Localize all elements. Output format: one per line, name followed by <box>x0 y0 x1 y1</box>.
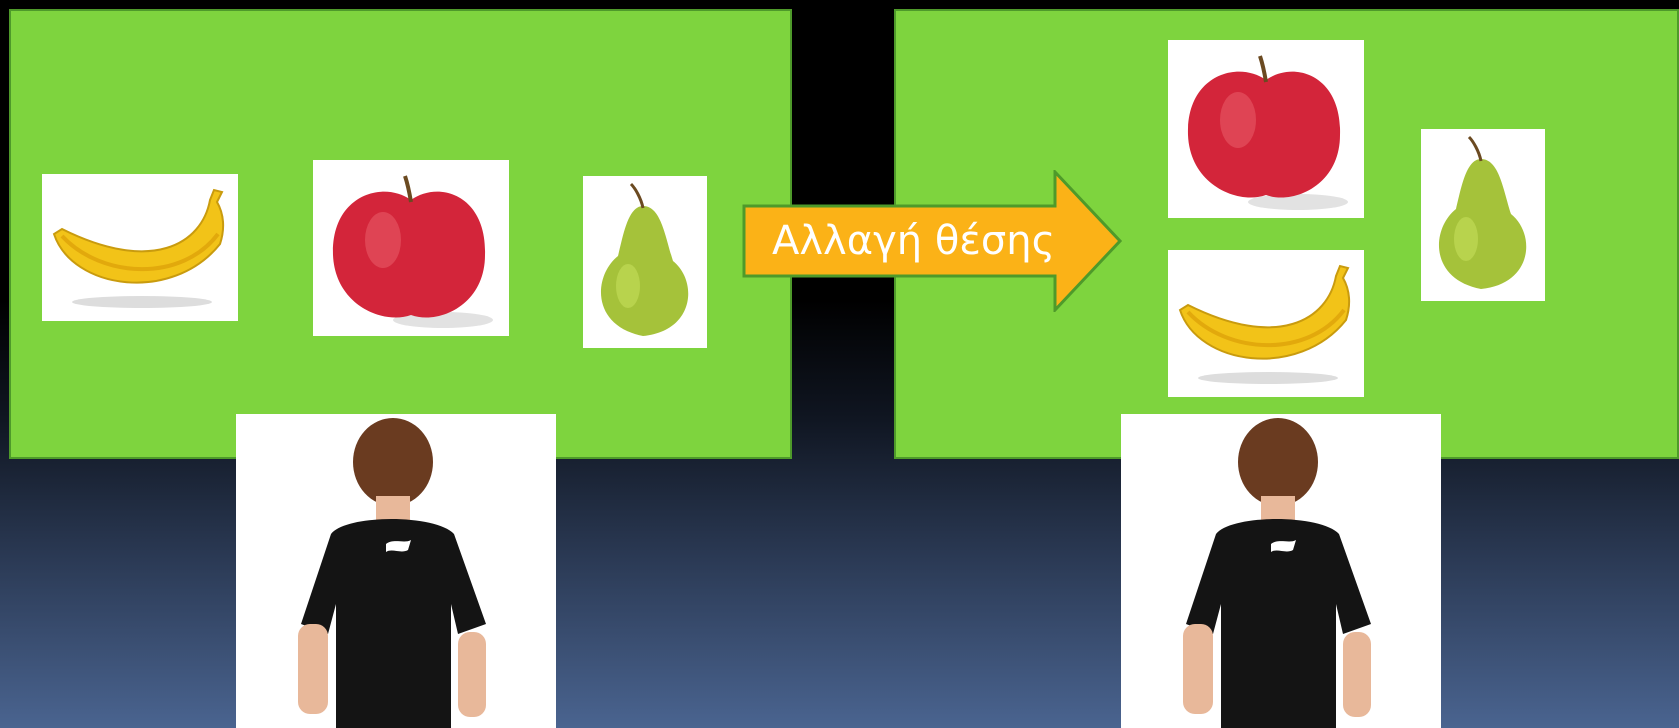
boy-observer-right <box>1121 414 1441 728</box>
banana-icon <box>42 174 238 321</box>
banana-card <box>1168 250 1364 397</box>
apple-icon <box>313 160 509 336</box>
pear-card <box>583 176 707 348</box>
pear-icon <box>583 176 707 348</box>
position-change-arrow: Αλλαγή θέσης <box>742 170 1122 312</box>
apple-icon <box>1168 40 1364 218</box>
banana-card <box>42 174 238 321</box>
apple-card <box>313 160 509 336</box>
apple-card <box>1168 40 1364 218</box>
pear-icon <box>1421 129 1545 301</box>
pear-card <box>1421 129 1545 301</box>
boy-observer-left <box>236 414 556 728</box>
banana-icon <box>1168 250 1364 397</box>
before-scene-panel <box>9 9 792 459</box>
arrow-label: Αλλαγή θέσης <box>772 218 1022 264</box>
boy-back-view-icon <box>236 414 556 728</box>
boy-back-view-icon <box>1121 414 1441 728</box>
